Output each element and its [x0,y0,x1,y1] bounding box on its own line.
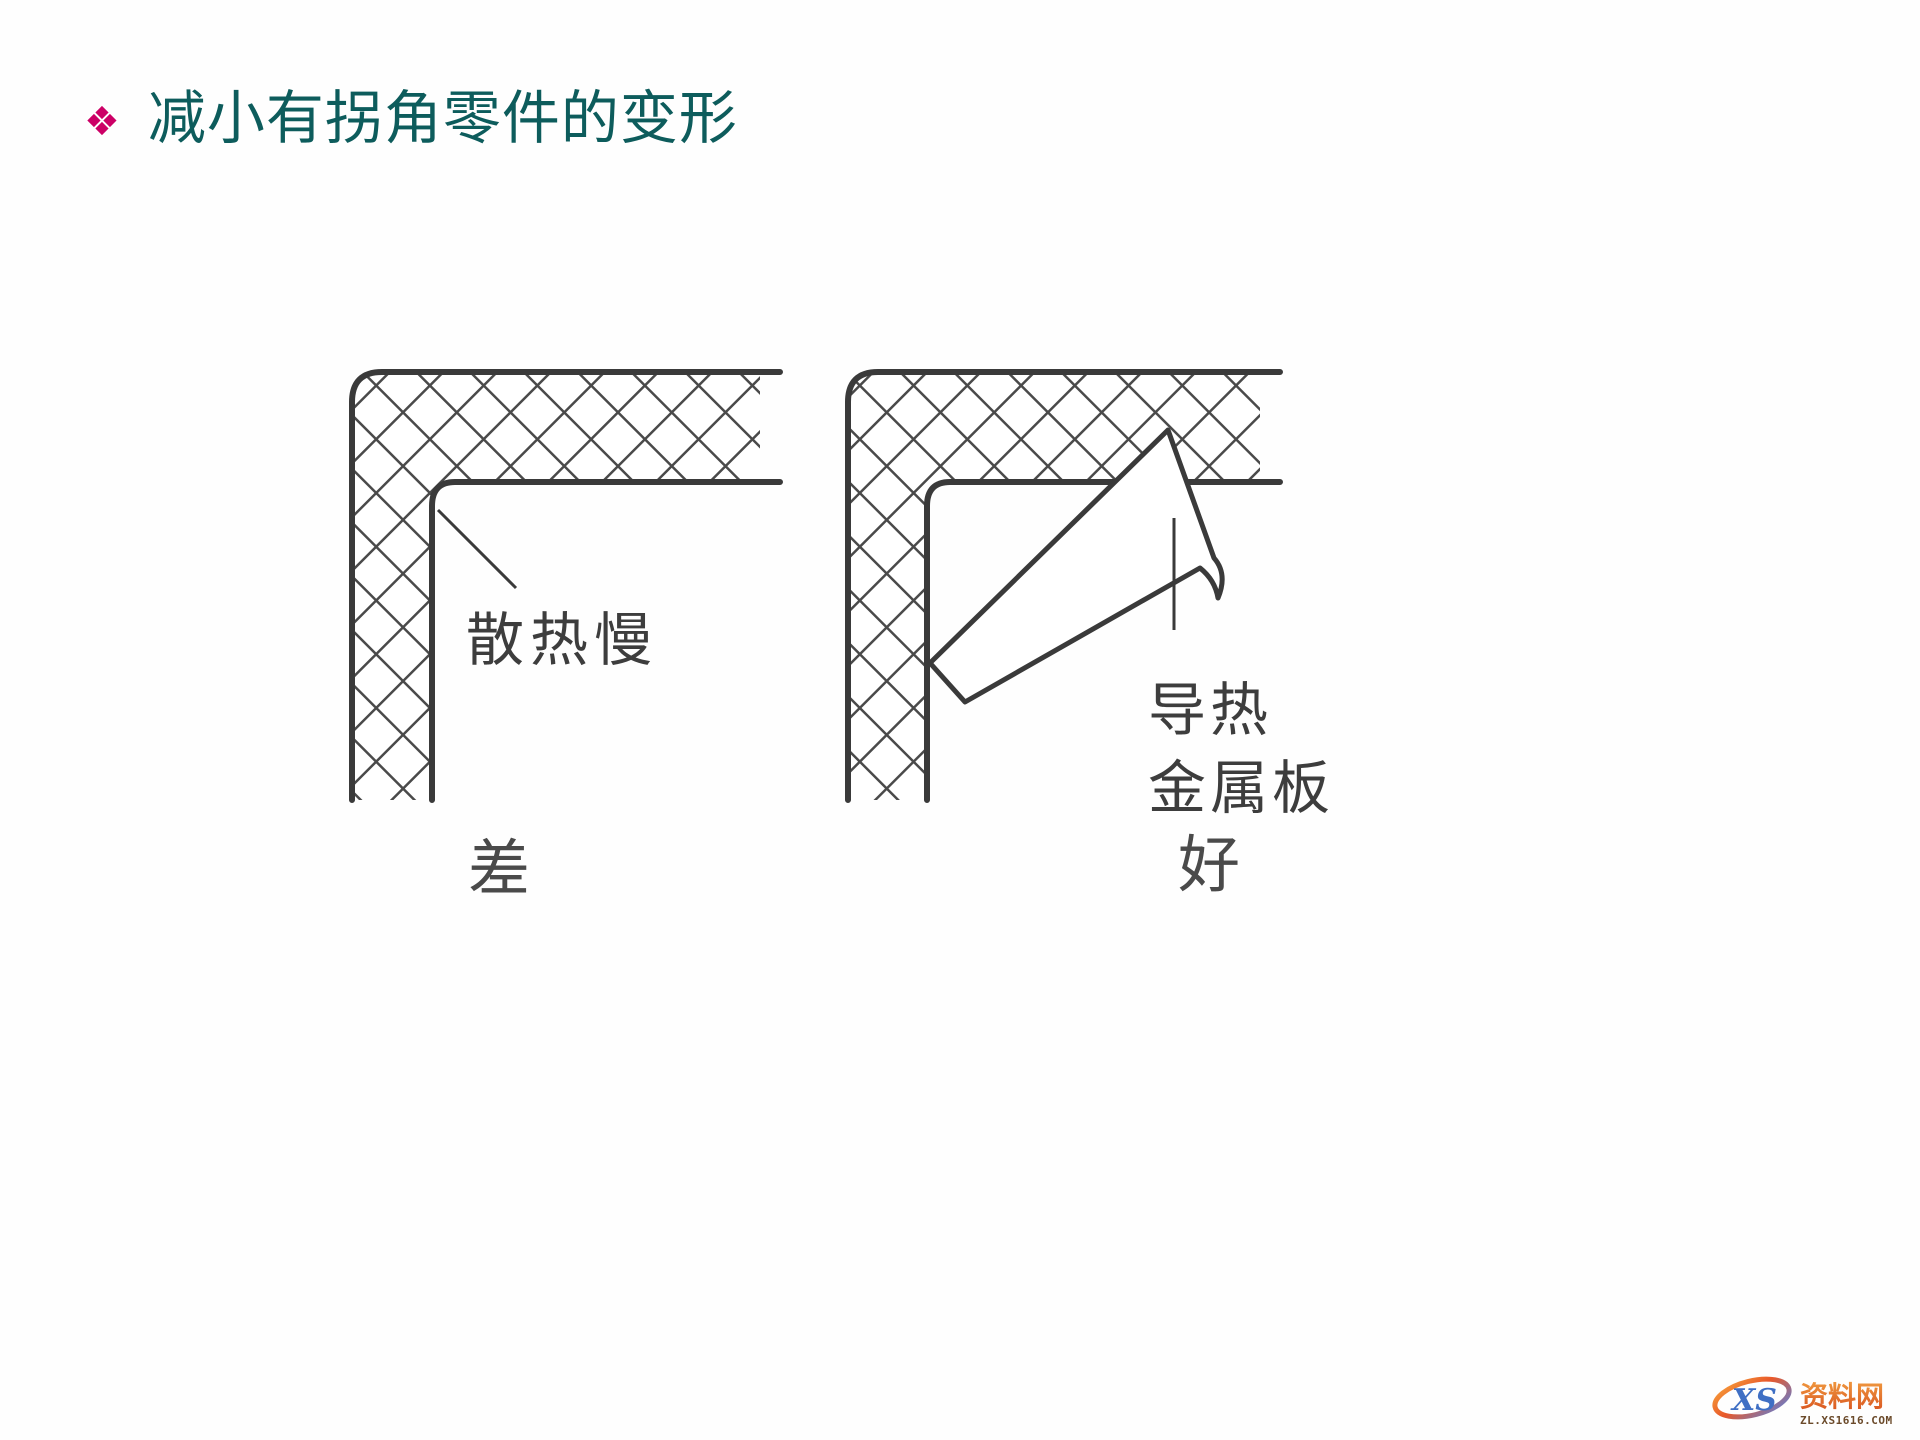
right-callout-label-line1: 导热 [1148,676,1272,744]
figure-area: 散热慢 差 导热 金属板 [0,330,1920,1130]
heat-conducting-plate [927,427,1225,705]
watermark-brand-text: 资料网 [1800,1380,1884,1413]
left-inner-contour [429,479,783,803]
corner-comparison-figure: 散热慢 差 导热 金属板 [349,369,1334,905]
right-inner-contour [924,479,1283,803]
watermark: XS 资料网 ZL.XS1616.COM [1710,1368,1896,1430]
left-callout-label: 散热慢 [466,606,658,674]
slide-title-row: ❖ 减小有拐角零件的变形 [84,88,738,149]
diamond-cluster-bullet-icon: ❖ [84,99,120,146]
plate-right-edge [1166,429,1216,559]
watermark-logo-text: XS [1730,1383,1777,1418]
watermark-ring-icon [1712,1376,1792,1420]
watermark-url-text: ZL.XS1616.COM [1800,1414,1893,1427]
left-corner-part: 散热慢 差 [349,369,783,905]
right-callout-label-line2: 金属板 [1148,754,1334,822]
right-corner-part: 导热 金属板 好 [845,369,1334,901]
right-outer-contour [845,369,1283,803]
watermark-logo: XS 资料网 ZL.XS1616.COM [1712,1376,1893,1427]
right-verdict-label: 好 [1178,828,1240,901]
left-outer-contour [349,369,783,803]
left-hatch-fill [352,372,760,800]
page-title: 减小有拐角零件的变形 [147,84,738,152]
left-verdict-label: 差 [468,832,530,905]
left-callout-leader-line [436,508,518,590]
